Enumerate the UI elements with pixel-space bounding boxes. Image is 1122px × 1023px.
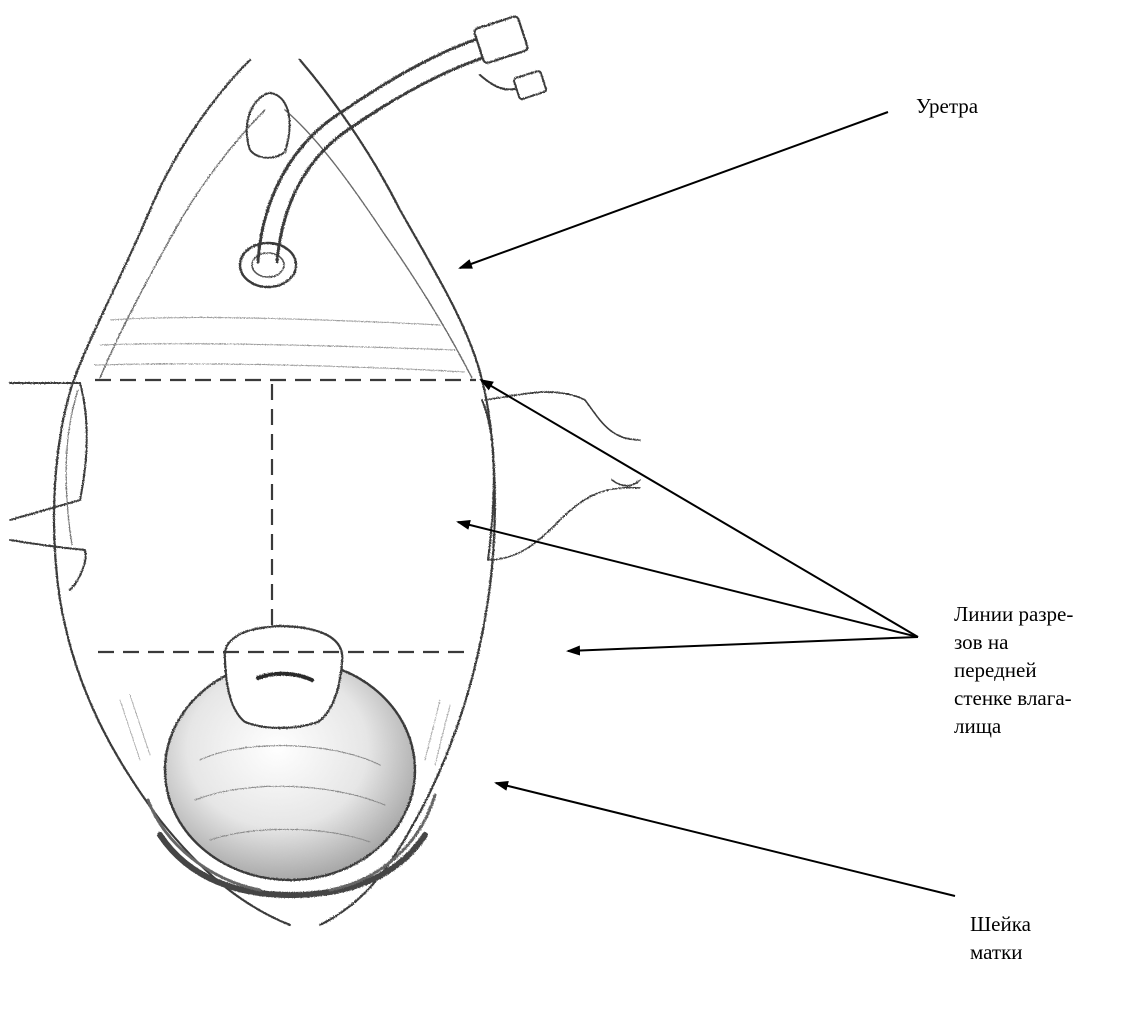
label-urethra-text: Уретра	[916, 92, 978, 120]
arrow-icon	[460, 112, 888, 268]
label-cervix: Шейка матки	[970, 910, 1031, 966]
label-incision-line-5: лища	[954, 712, 1073, 740]
clitoral-hood	[247, 93, 290, 158]
label-incision-line-1: Линии разре-	[954, 600, 1073, 628]
arrow-icon	[458, 522, 918, 637]
sketch-group	[10, 15, 640, 925]
label-urethra: Уретра	[916, 92, 978, 120]
arrow-icon	[481, 380, 918, 637]
inner-labia-right	[285, 110, 472, 378]
left-retractor	[10, 383, 87, 520]
label-incision-line-3: передней	[954, 656, 1073, 684]
annotation-arrows	[458, 112, 955, 896]
label-incision-lines: Линии разре- зов на передней стенке влаг…	[954, 600, 1073, 740]
label-incision-line-4: стенке влага-	[954, 684, 1073, 712]
arrow-icon	[496, 783, 955, 896]
cervix-neck	[225, 626, 343, 728]
label-cervix-line-1: Шейка	[970, 910, 1031, 938]
arrow-icon	[568, 637, 918, 651]
incision-lines	[95, 380, 476, 652]
right-retractor	[482, 400, 494, 560]
urethral-meatus	[240, 243, 296, 287]
label-cervix-line-2: матки	[970, 938, 1031, 966]
label-incision-line-2: зов на	[954, 628, 1073, 656]
inner-labia-left	[100, 110, 265, 378]
